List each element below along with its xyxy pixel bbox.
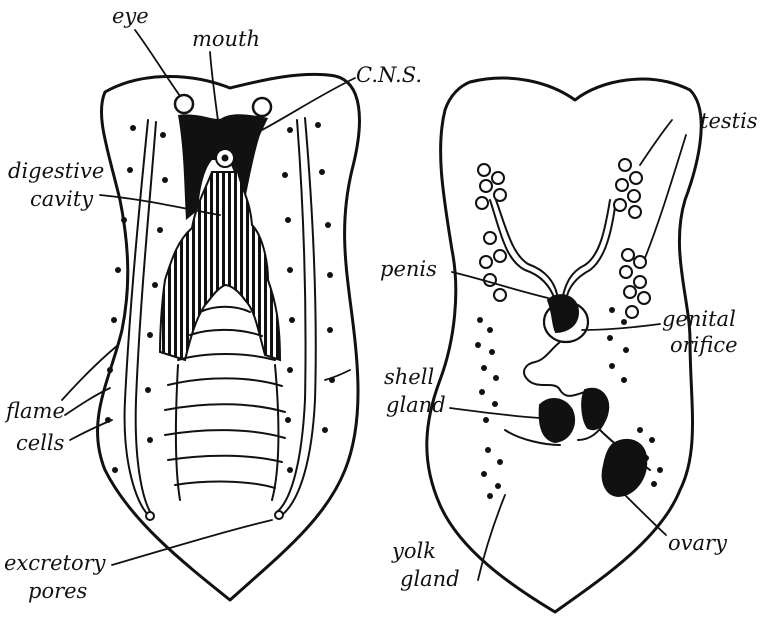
label-eye: eye xyxy=(112,5,149,27)
excretory-pore-left xyxy=(146,512,154,520)
label-mouth: mouth xyxy=(192,28,260,50)
label-flame-2: cells xyxy=(16,432,64,454)
label-cns: C.N.S. xyxy=(356,64,422,86)
label-yolk-1: yolk xyxy=(392,540,436,562)
label-flame-1: flame xyxy=(6,400,65,422)
label-excretory-1: excretory xyxy=(4,552,105,574)
digestive-cavity xyxy=(160,172,280,360)
right-eye xyxy=(253,98,271,116)
label-shell-2: gland xyxy=(386,394,446,416)
label-genital-2: orifice xyxy=(670,334,738,356)
label-genital-1: genital xyxy=(662,308,736,330)
shell-gland-2 xyxy=(582,389,608,429)
label-shell-1: shell xyxy=(384,366,434,388)
label-digestive-2: cavity xyxy=(30,188,93,210)
label-penis: penis xyxy=(380,258,437,280)
label-digestive-1: digestive xyxy=(8,160,104,182)
penis xyxy=(548,295,578,332)
ovary xyxy=(603,440,647,496)
shell-gland xyxy=(540,399,574,442)
left-eye xyxy=(175,95,193,113)
right-worm xyxy=(427,78,701,612)
right-body-outline xyxy=(427,78,701,612)
label-ovary: ovary xyxy=(668,532,727,554)
label-yolk-2: gland xyxy=(400,568,460,590)
label-excretory-2: pores xyxy=(28,580,87,602)
excretory-pore-right xyxy=(275,511,283,519)
left-worm xyxy=(62,30,359,600)
label-testis: testis xyxy=(700,110,758,132)
